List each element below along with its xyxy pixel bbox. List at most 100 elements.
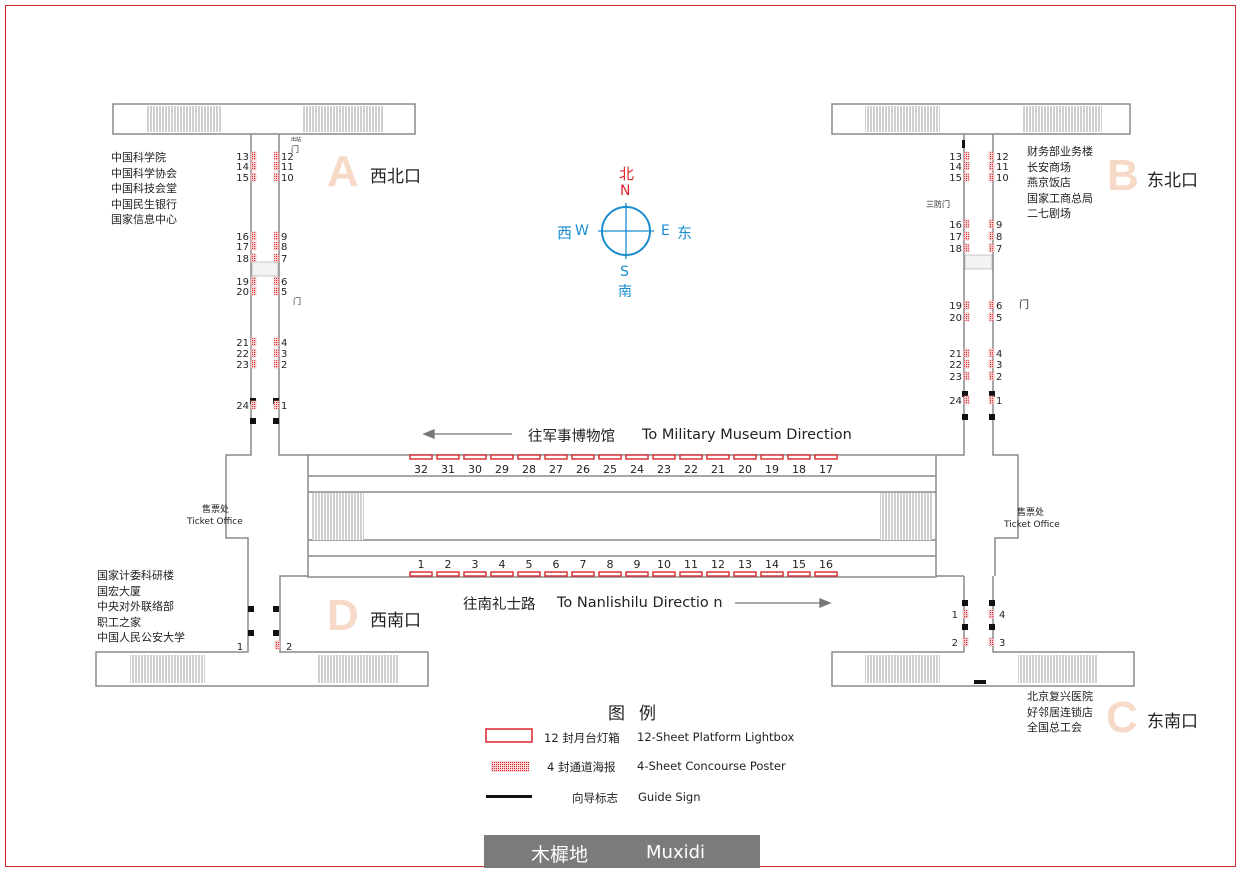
concourse-poster	[963, 359, 970, 369]
concourse-poster	[250, 172, 257, 182]
platform-top-number: 25	[603, 463, 617, 476]
concourse-poster	[963, 161, 970, 171]
platform-top-number: 23	[657, 463, 671, 476]
legend-lightbox-icon	[485, 728, 533, 743]
platform-top-number: 19	[765, 463, 779, 476]
corridor-b-right-number: 1	[996, 396, 1002, 407]
corridor-b-left-number: 21	[949, 349, 962, 360]
platform-top-number: 29	[495, 463, 509, 476]
corridor-a-right-number: 4	[281, 338, 287, 349]
concourse-poster	[988, 151, 995, 161]
corridor-a-left-number: 20	[236, 287, 249, 298]
direction-south-cn: 往南礼士路	[463, 597, 536, 613]
corridor-a-left-number: 18	[236, 254, 249, 265]
legend-poster-icon	[491, 761, 529, 772]
legend-guide-icon	[486, 795, 532, 798]
corridor-a-right-number: 10	[281, 173, 294, 184]
platform-top-number: 31	[441, 463, 455, 476]
platform-lightbox-bottom	[679, 571, 703, 577]
platform-lightbox-bottom	[814, 571, 838, 577]
ticket-office-west-en: Ticket Office	[187, 517, 243, 527]
concourse-poster	[250, 161, 257, 171]
concourse-poster	[963, 172, 970, 182]
platform-top-number: 21	[711, 463, 725, 476]
platform-bottom-number: 5	[526, 558, 533, 571]
door-label-a-top: 门	[291, 145, 299, 154]
corridor-a-left-number: 23	[236, 360, 249, 371]
corridor-b-right-number: 8	[996, 232, 1002, 243]
exit-c-landmarks: 北京复兴医院好邻居连锁店 全国总工会	[1027, 690, 1093, 734]
corridor-b-right-number: 3	[996, 360, 1002, 371]
platform-bottom-number: 16	[819, 558, 833, 571]
concourse-poster	[273, 161, 280, 171]
platform-top-number: 17	[819, 463, 833, 476]
corridor-b-right-number: 11	[996, 162, 1009, 173]
corridor-a-left-number: 14	[236, 162, 249, 173]
platform-lightbox-bottom	[625, 571, 649, 577]
compass-south-en: S	[620, 264, 629, 280]
corridor-c-right-number: 3	[999, 638, 1005, 649]
platform-lightbox-bottom	[490, 571, 514, 577]
concourse-poster	[988, 219, 995, 229]
station-name-cn: 木樨地	[531, 844, 589, 866]
platform-lightbox-top	[598, 454, 622, 460]
corridor-d-left-number: 1	[237, 642, 243, 653]
corridor-d-right-number: 2	[286, 642, 292, 653]
legend-guide-en: Guide Sign	[638, 790, 701, 804]
platform-bottom-number: 6	[553, 558, 560, 571]
concourse-poster	[273, 231, 280, 241]
exit-d-letter: D	[327, 591, 359, 640]
corridor-b-left-number: 16	[949, 220, 962, 231]
concourse-poster	[988, 348, 995, 358]
platform-lightbox-bottom	[706, 571, 730, 577]
concourse-poster	[988, 231, 995, 241]
direction-north-en: To Military Museum Direction	[642, 427, 852, 443]
platform-lightbox-top	[436, 454, 460, 460]
platform-bottom-lightboxes	[409, 571, 838, 577]
door-label-small: 出站	[291, 137, 302, 143]
fire-door-label: 三防门	[926, 200, 950, 209]
platform-lightbox-bottom	[787, 571, 811, 577]
platform-bottom-number: 3	[472, 558, 479, 571]
platform-lightbox-bottom	[598, 571, 622, 577]
concourse-poster	[963, 243, 970, 253]
corridor-b-left-number: 15	[949, 173, 962, 184]
platform-lightbox-bottom	[733, 571, 757, 577]
corridor-a-right-number: 5	[281, 287, 287, 298]
platform-top-number: 27	[549, 463, 563, 476]
exit-b-letter: B	[1107, 151, 1139, 200]
corridor-b-right-number: 4	[996, 349, 1002, 360]
platform-bottom-number: 7	[580, 558, 587, 571]
platform-bottom-number: 8	[607, 558, 614, 571]
legend-title: 图例	[608, 704, 670, 724]
corridor-b-right-number: 6	[996, 301, 1002, 312]
platform-top-number: 28	[522, 463, 536, 476]
station-title-bar: 木樨地 Muxidi	[484, 835, 760, 868]
platform-bottom-number: 2	[445, 558, 452, 571]
concourse-poster	[962, 637, 969, 647]
platform-bottom-number: 10	[657, 558, 671, 571]
direction-south-en: To Nanlishilu Directio n	[557, 595, 723, 611]
concourse-poster	[963, 371, 970, 381]
platform-lightbox-top	[490, 454, 514, 460]
platform-top-number: 22	[684, 463, 698, 476]
exit-c-name: 东南口	[1147, 712, 1198, 732]
corridor-b-left-number: 18	[949, 244, 962, 255]
concourse-poster	[273, 359, 280, 369]
compass-icon	[598, 203, 654, 259]
corridor-a-left-number: 21	[236, 338, 249, 349]
concourse-poster	[988, 371, 995, 381]
platform-lightbox-bottom	[544, 571, 568, 577]
concourse-poster	[250, 359, 257, 369]
compass-north-en: N	[620, 183, 631, 199]
exit-b-landmarks: 财务部业务楼长安商场 燕京饭店国家工商总局 二七剧场	[1027, 145, 1093, 220]
platform-lightbox-top	[814, 454, 838, 460]
concourse-poster	[963, 300, 970, 310]
concourse-poster	[963, 219, 970, 229]
ticket-office-west-cn: 售票处	[202, 505, 230, 515]
platform-lightbox-bottom	[517, 571, 541, 577]
concourse-poster	[273, 348, 280, 358]
ticket-office-east-en: Ticket Office	[1004, 520, 1060, 530]
